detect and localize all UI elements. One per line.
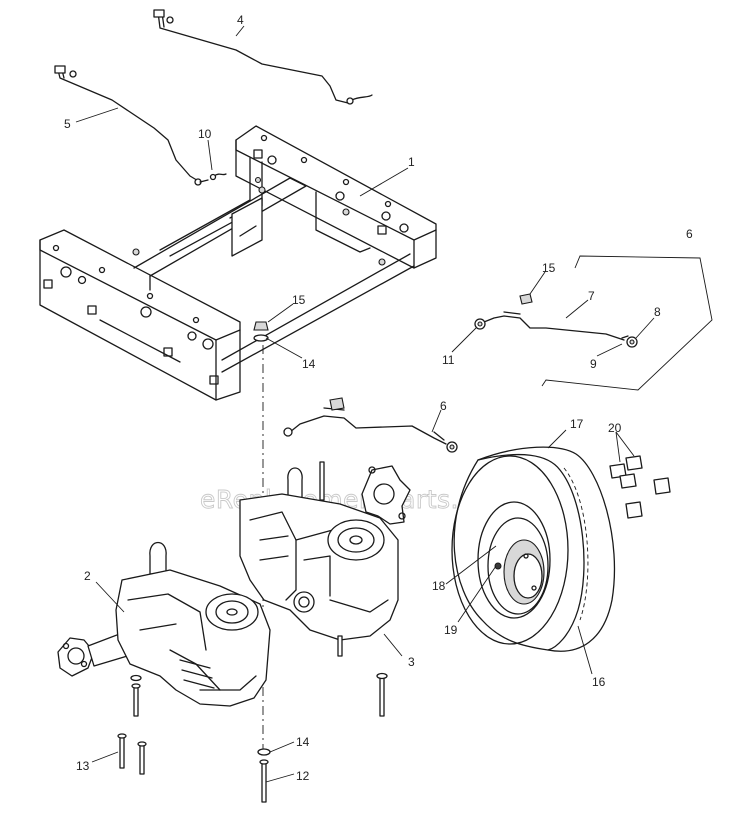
callout-20: 20 xyxy=(608,421,622,435)
callout-1: 1 xyxy=(408,155,415,169)
callout-3: 3 xyxy=(408,655,415,669)
transaxle-right xyxy=(239,461,411,657)
callout-12: 12 xyxy=(296,769,310,783)
lug-nuts xyxy=(609,455,671,519)
control-rod-left xyxy=(54,65,209,186)
callout-2: 2 xyxy=(84,569,91,583)
control-rod-6 xyxy=(283,397,458,453)
callout-15b: 15 xyxy=(542,261,556,275)
callout-6a: 6 xyxy=(686,227,693,241)
leader-lines xyxy=(75,25,655,783)
callout-14a: 14 xyxy=(302,357,316,371)
transaxle-left xyxy=(57,541,271,707)
callout-labels: 4 5 10 1 15 14 6 15 7 8 9 11 6 17 20 2 3… xyxy=(64,13,693,783)
callout-15a: 15 xyxy=(292,293,306,307)
callout-11: 11 xyxy=(442,353,455,367)
callout-10: 10 xyxy=(198,127,212,141)
callout-18: 18 xyxy=(432,579,446,593)
callout-17: 17 xyxy=(570,417,584,431)
callout-9: 9 xyxy=(590,357,597,371)
callout-14b: 14 xyxy=(296,735,310,749)
nut-and-washer-frame xyxy=(253,321,269,342)
frame-weldment xyxy=(39,125,437,401)
hardware-center xyxy=(257,748,271,803)
callout-6b: 6 xyxy=(440,399,447,413)
callout-19: 19 xyxy=(444,623,458,637)
wheel-assembly xyxy=(451,446,616,652)
hardware-left xyxy=(117,672,388,775)
control-rod-upper xyxy=(153,9,373,105)
callout-5: 5 xyxy=(64,117,71,131)
callout-7: 7 xyxy=(588,289,595,303)
callout-13: 13 xyxy=(76,759,90,773)
callout-8: 8 xyxy=(654,305,661,319)
cotter-pin xyxy=(209,173,227,181)
rod-assembly-bracket xyxy=(541,255,713,391)
callout-16: 16 xyxy=(592,675,606,689)
callout-4: 4 xyxy=(237,13,244,27)
control-rod-7 xyxy=(474,293,638,348)
